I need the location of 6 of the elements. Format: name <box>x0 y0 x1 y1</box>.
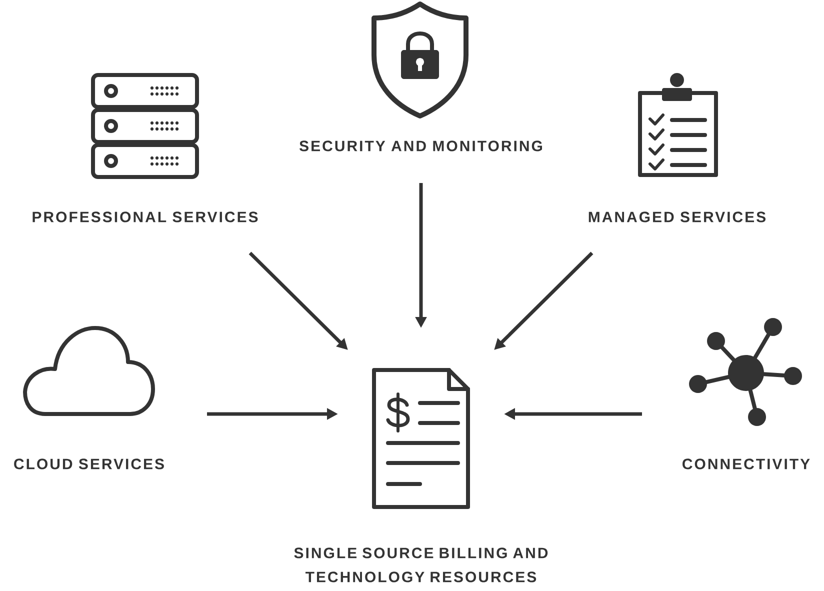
service-label: PROFESSIONAL SERVICES <box>32 212 258 222</box>
service-label: CLOUD SERVICES <box>14 458 164 470</box>
service-label: SECURITY AND MONITORING <box>300 140 542 152</box>
service-label: MANAGED SERVICES <box>588 212 766 222</box>
service-label: SINGLE SOURCE BILLING AND TECHNOLOGY RESOURCES <box>294 548 548 582</box>
service-label: CONNECTIVITY <box>682 458 810 470</box>
